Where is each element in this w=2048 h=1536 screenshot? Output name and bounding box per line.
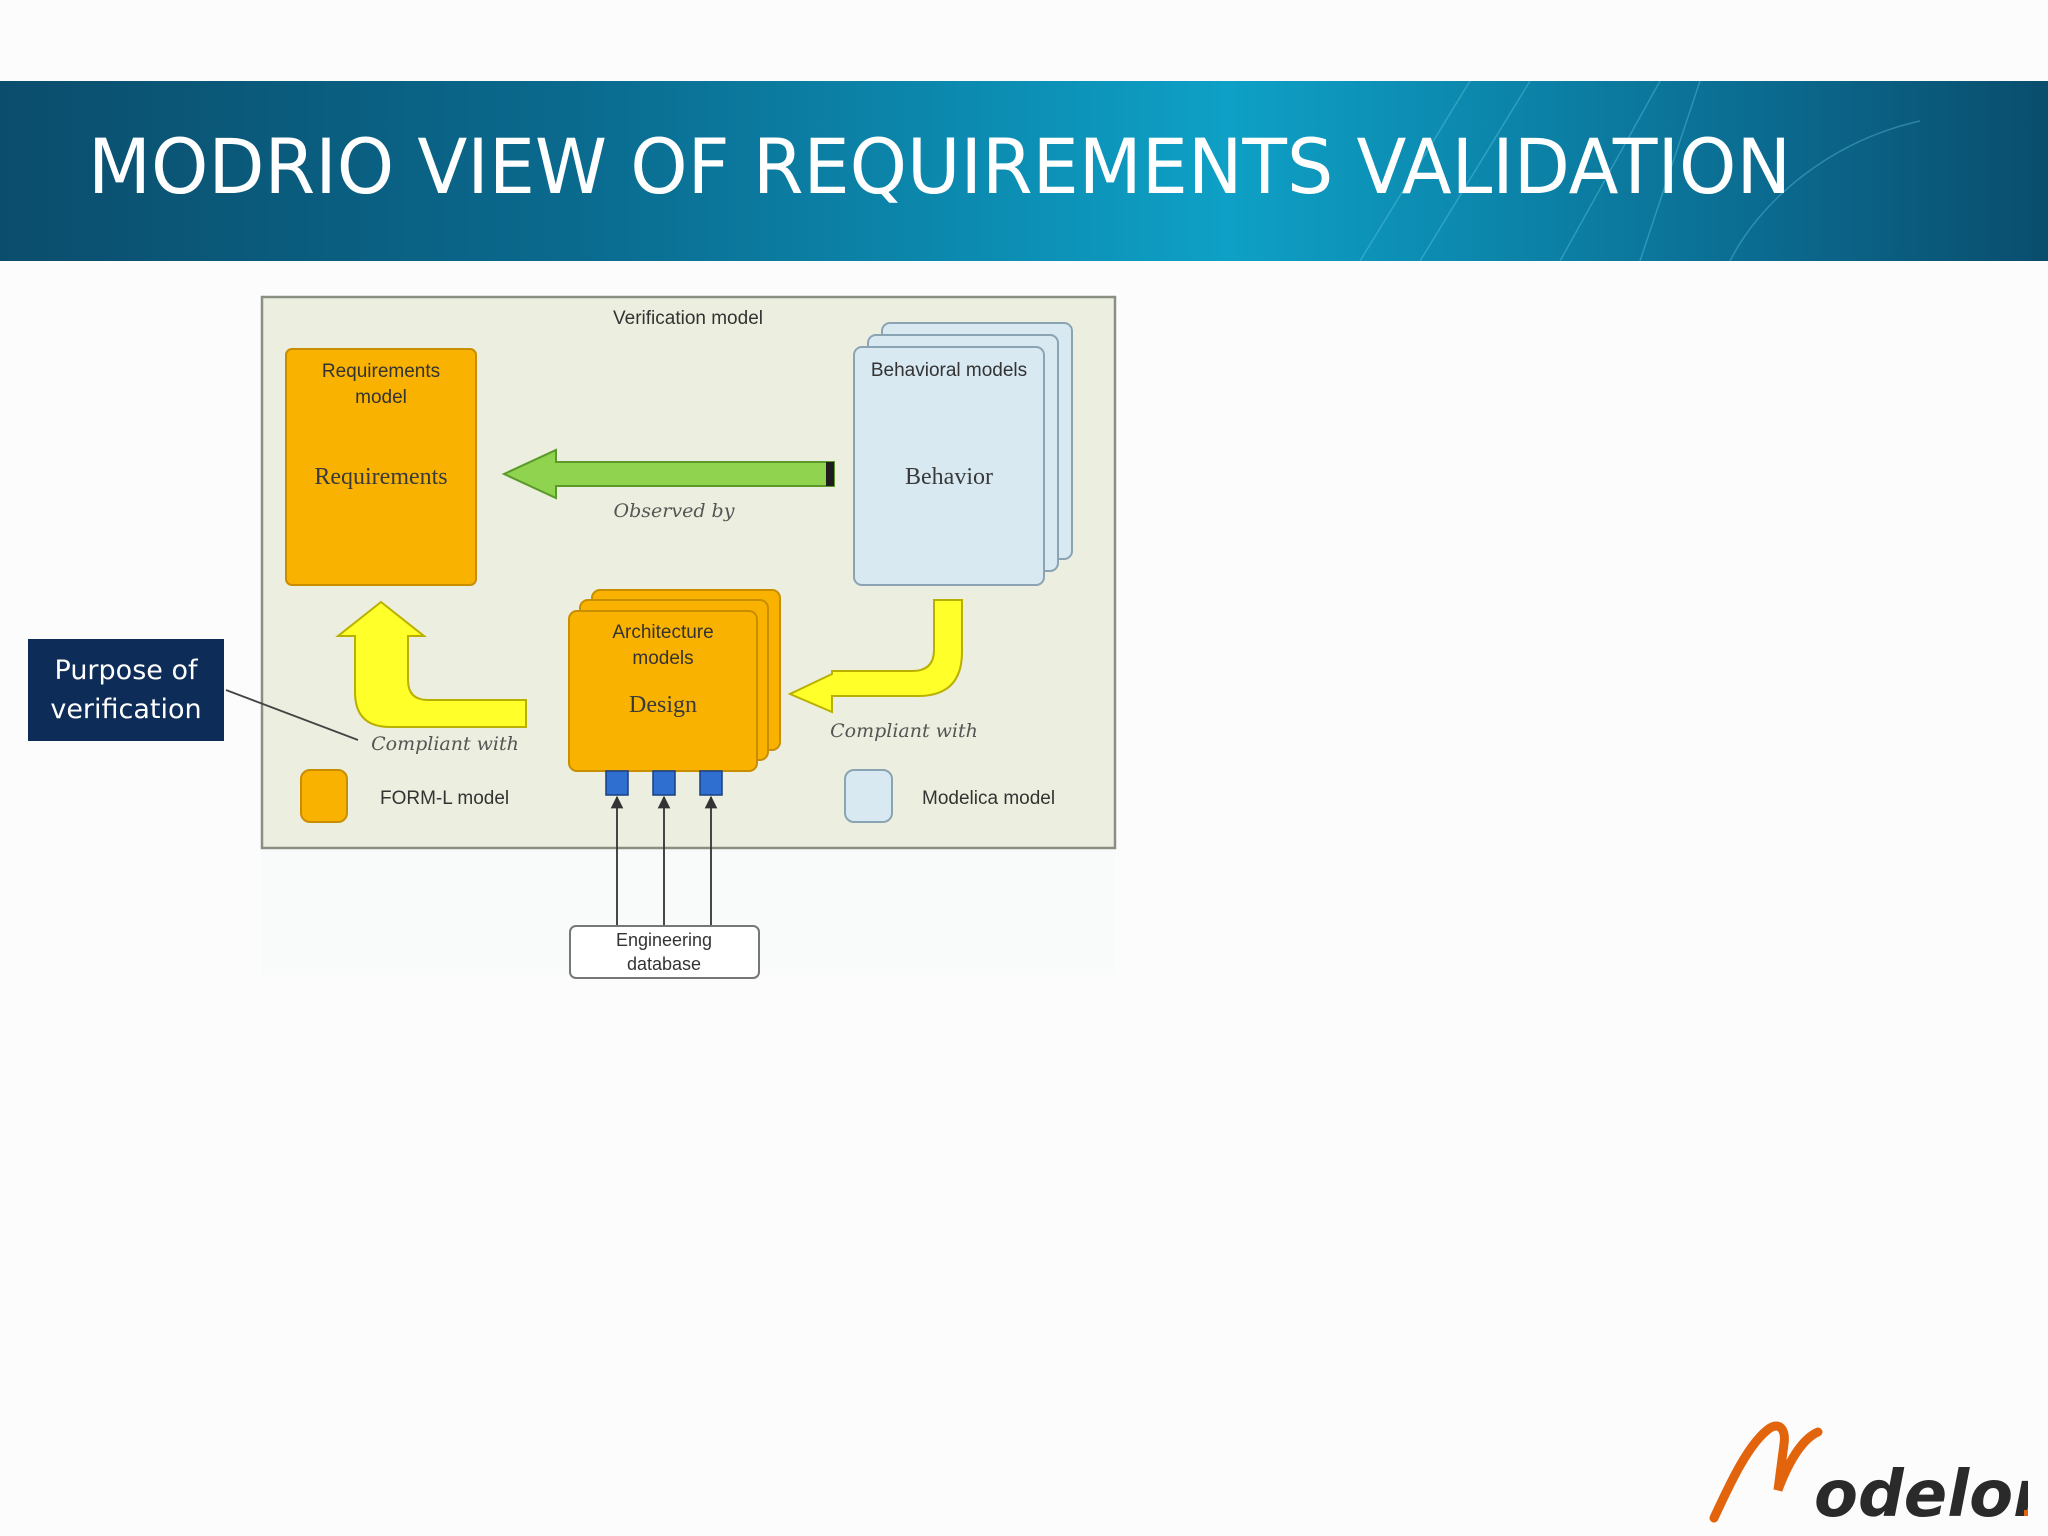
requirements-header-line2: model (355, 387, 407, 408)
behavior-label: Behavior (905, 464, 993, 490)
callout-pointer (225, 689, 359, 741)
compliant-right-arrow (787, 599, 963, 714)
requirements-box (285, 348, 477, 586)
legend-label-modelica: Modelica model (922, 788, 1055, 809)
design-port-1 (605, 770, 629, 796)
requirements-header-line1: Requirements (322, 361, 440, 382)
compliant-right-label: Compliant with (830, 720, 978, 742)
engineering-db-line1: Engineering (616, 930, 712, 950)
architecture-header-line2: models (632, 648, 693, 669)
observed-by-arrow-tail (826, 462, 834, 486)
architecture-label: Design (629, 692, 697, 718)
legend-label-forml: FORM-L model (380, 788, 509, 809)
design-port-3 (699, 770, 723, 796)
title-banner: MODRIO VIEW OF REQUIREMENTS VALIDATION (0, 81, 2048, 261)
design-port-2 (652, 770, 676, 796)
engineering-db-line2: database (627, 954, 701, 974)
frame-title: Verification model (613, 308, 763, 329)
architecture-header-line1: Architecture (612, 622, 713, 643)
purpose-callout: Purpose of verification (28, 639, 224, 741)
behavior-header: Behavioral models (871, 360, 1027, 381)
observed-by-label: Observed by (614, 500, 735, 522)
compliant-left-label: Compliant with (371, 733, 519, 755)
requirements-label: Requirements (314, 464, 447, 490)
compliant-left-arrow (335, 600, 527, 728)
logo-wordmark: odelon (1814, 1458, 2028, 1530)
slide-title: MODRIO VIEW OF REQUIREMENTS VALIDATION (88, 122, 1792, 211)
purpose-callout-text: Purpose of verification (50, 655, 202, 725)
banner-decoration (1359, 81, 1921, 261)
engineering-database-box (569, 925, 760, 979)
modelon-logo: odelon (1709, 1421, 2028, 1530)
legend-swatch-forml (300, 769, 348, 823)
legend-swatch-modelica (844, 769, 893, 823)
behavior-box (853, 346, 1045, 586)
